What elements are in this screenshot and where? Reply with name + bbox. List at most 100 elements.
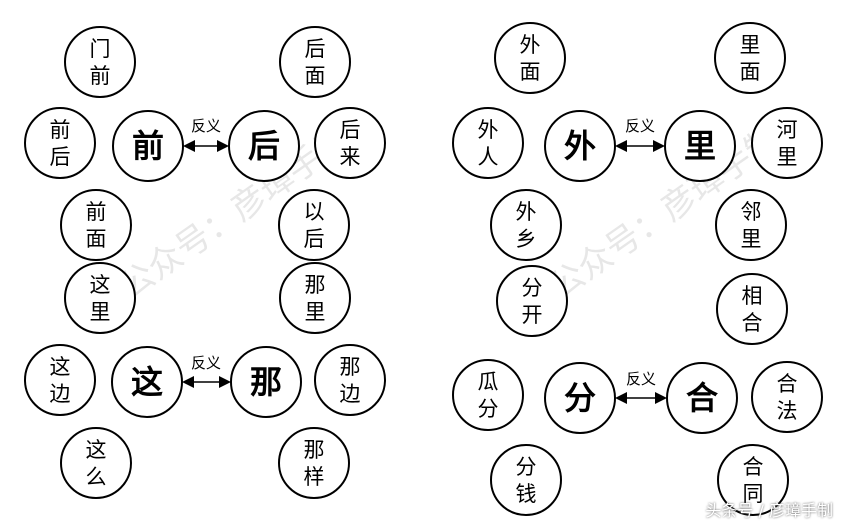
word-char: 分 [516, 455, 537, 479]
word-right: 后来 [314, 107, 386, 179]
word-circle [314, 344, 386, 416]
word-left: 前面 [60, 189, 132, 261]
main-circle [230, 346, 302, 418]
word-char: 同 [743, 482, 764, 506]
word-char: 后 [304, 227, 325, 251]
word-circle [751, 361, 823, 433]
word-circle [24, 107, 96, 179]
word-char: 里 [90, 300, 111, 324]
word-char: 外 [516, 200, 537, 224]
groups-layer: 反义前门前前后前面后后面后来以后反义这这里这边这么那那里那边那样反义外外面外人外… [24, 22, 823, 516]
word-left: 这么 [60, 427, 132, 499]
main-char: 后 [248, 127, 280, 165]
main-char: 这 [131, 363, 163, 401]
word-char: 里 [777, 145, 798, 169]
word-char: 邻 [741, 200, 762, 224]
word-char: 以 [304, 200, 325, 224]
word-char: 瓜 [478, 370, 499, 394]
word-right: 后面 [279, 26, 351, 98]
main-circle [544, 110, 616, 182]
word-char: 那 [340, 355, 361, 379]
word-circle [751, 107, 823, 179]
relation-label: 反义 [191, 117, 221, 135]
main-char: 分 [564, 379, 596, 417]
word-left: 门前 [64, 26, 136, 98]
main-circle [111, 346, 183, 418]
word-char: 边 [50, 382, 71, 406]
word-circle [314, 107, 386, 179]
word-circle [60, 189, 132, 261]
word-char: 门 [90, 37, 111, 61]
main-circle [666, 362, 738, 434]
relation-label: 反义 [191, 354, 221, 372]
word-circle [60, 427, 132, 499]
word-char: 这 [50, 355, 71, 379]
main-circle [228, 110, 300, 182]
word-circle [278, 427, 350, 499]
word-circle [717, 444, 789, 516]
word-circle [494, 22, 566, 94]
word-right: 邻里 [715, 189, 787, 261]
word-char: 外 [478, 118, 499, 142]
main-char: 外 [564, 127, 596, 165]
word-left: 这边 [24, 344, 96, 416]
word-circle [64, 26, 136, 98]
word-char: 河 [777, 118, 798, 142]
word-circle [279, 26, 351, 98]
word-right: 里面 [714, 22, 786, 94]
word-left: 前后 [24, 107, 96, 179]
main-char: 里 [684, 127, 716, 165]
word-right: 相合 [716, 273, 788, 345]
word-char: 开 [522, 303, 543, 327]
main-char: 前 [132, 127, 164, 165]
word-left: 这里 [64, 262, 136, 334]
word-char: 前 [86, 200, 107, 224]
word-char: 合 [742, 311, 763, 335]
word-char: 这 [90, 273, 111, 297]
word-circle [278, 189, 350, 261]
word-char: 后 [340, 118, 361, 142]
word-circle [716, 273, 788, 345]
word-left: 外人 [452, 107, 524, 179]
word-right: 河里 [751, 107, 823, 179]
word-circle [715, 189, 787, 261]
word-circle [496, 265, 568, 337]
word-circle [279, 262, 351, 334]
word-char: 那 [304, 438, 325, 462]
footer-credit: 头条号 / 彦璋手制 [705, 501, 833, 520]
word-char: 那 [305, 273, 326, 297]
word-left: 分钱 [490, 444, 562, 516]
word-left: 分开 [496, 265, 568, 337]
word-char: 钱 [516, 482, 537, 506]
word-char: 合 [777, 372, 798, 396]
word-circle [490, 189, 562, 261]
word-char: 乡 [516, 227, 537, 251]
word-circle [490, 444, 562, 516]
word-char: 面 [520, 60, 541, 84]
word-circle [24, 344, 96, 416]
word-left: 外面 [494, 22, 566, 94]
word-char: 后 [305, 37, 326, 61]
word-right: 以后 [278, 189, 350, 261]
main-char: 那 [250, 363, 282, 401]
word-right: 合法 [751, 361, 823, 433]
word-char: 法 [777, 399, 798, 423]
word-char: 样 [304, 465, 325, 489]
word-char: 里 [741, 227, 762, 251]
word-char: 前 [50, 118, 71, 142]
word-char: 后 [50, 145, 71, 169]
word-char: 分 [478, 397, 499, 421]
word-left: 外乡 [490, 189, 562, 261]
relation-label: 反义 [626, 370, 656, 388]
word-char: 里 [740, 33, 761, 57]
word-char: 这 [86, 438, 107, 462]
word-char: 面 [86, 227, 107, 251]
word-char: 合 [743, 455, 764, 479]
